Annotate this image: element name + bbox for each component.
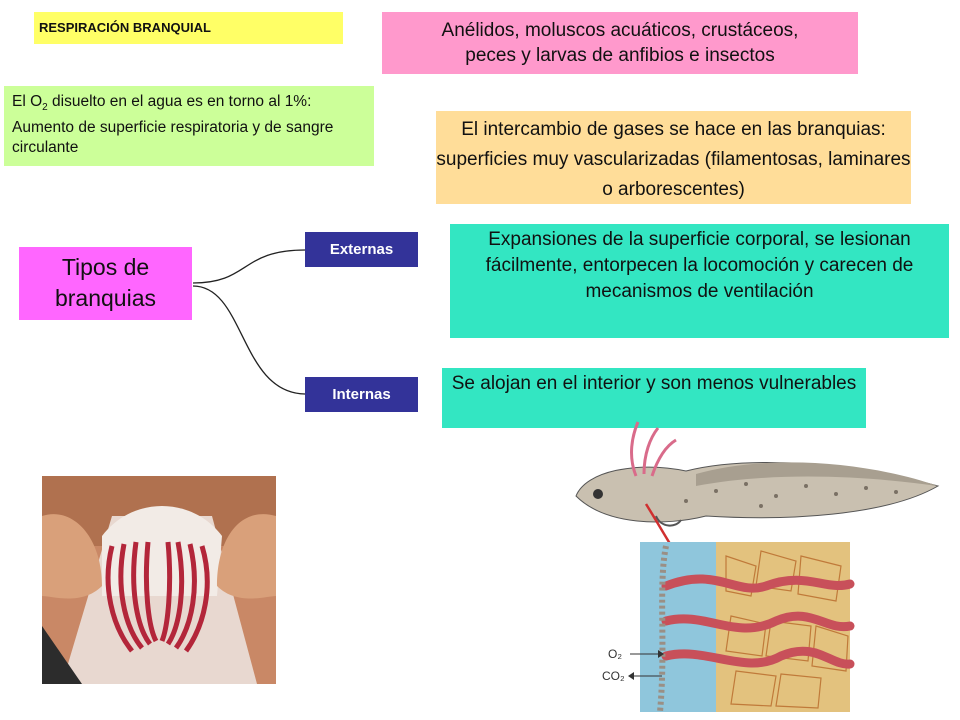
gill-types-heading: Tipos de branquias [19,247,192,320]
gill-tissue-detail [640,542,855,713]
oxygen-note: El O2 disuelto en el agua es en torno al… [4,86,374,166]
internal-gills-description: Se alojan en el interior y son menos vul… [442,368,866,428]
fish-gills-photo [42,476,276,684]
larva-gill-illustration: O₂ CO₂ [575,421,940,713]
external-gills-description: Expansiones de la superficie corporal, s… [450,224,949,338]
connector-to-externas [192,249,306,284]
gas-exchange-box: El intercambio de gases se hace en las b… [436,111,911,204]
external-gills-tag: Externas [305,232,418,267]
o2-label: O₂ [608,647,622,661]
gas-exchange-labels: O₂ CO₂ [602,647,664,683]
animals-box: Anélidos, moluscos acuáticos, crustáceos… [382,12,858,74]
oxygen-note-prefix: El O [12,93,43,110]
slide-title: RESPIRACIÓN BRANQUIAL [34,12,343,44]
larva-body [575,462,940,527]
connector-to-internas [192,285,306,395]
internal-gills-tag: Internas [305,377,418,412]
animals-line-2: peces y larvas de anfibios e insectos [465,45,775,66]
animals-line-1: Anélidos, moluscos acuáticos, crustáceos… [441,20,799,41]
co2-label: CO₂ [602,669,625,683]
oxygen-subscript: 2 [42,102,48,114]
oxygen-note-text: disuelto en el agua es en torno al 1%: A… [12,93,334,157]
external-gill-tufts [630,421,677,477]
